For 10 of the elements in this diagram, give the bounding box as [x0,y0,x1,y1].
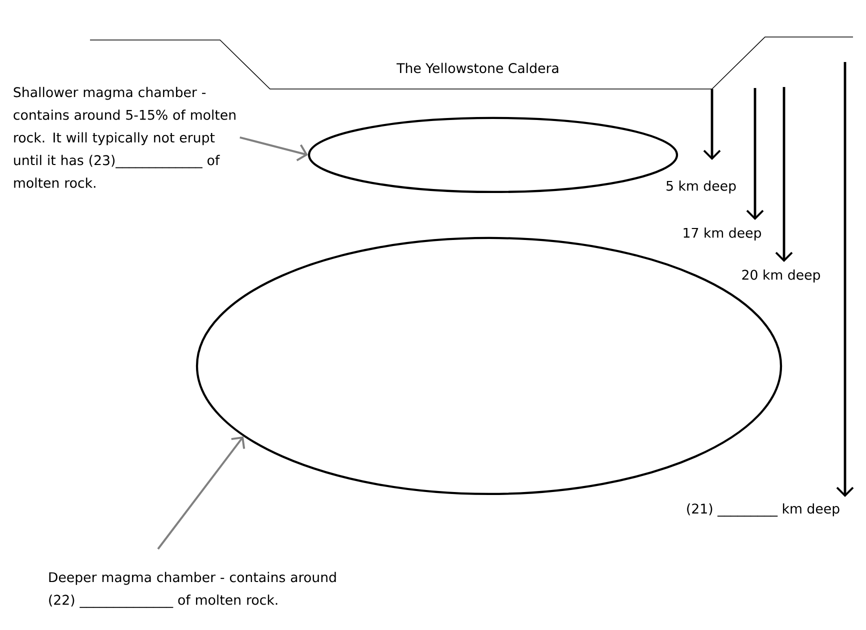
depth-label: 17 km deep [684,228,761,240]
depth-label: 5 km deep [666,180,736,194]
depth-label: (21) _________ km deep [687,503,840,517]
arrow [157,436,246,550]
title: The Yellowstone Caldera [396,62,558,74]
magma-chamber [308,116,678,194]
arrow [240,136,308,162]
annotation-text: Shallower magma chamber - contains around 5-15% of molten rock. It will typically not erupt until it has (23)_____________ of molten rock. [14,86,236,188]
depth-label: 20 km deep [742,270,820,282]
annotation-text: Deeper magma chamber - contains around (22) ______________ of molten rock. [49,572,336,608]
